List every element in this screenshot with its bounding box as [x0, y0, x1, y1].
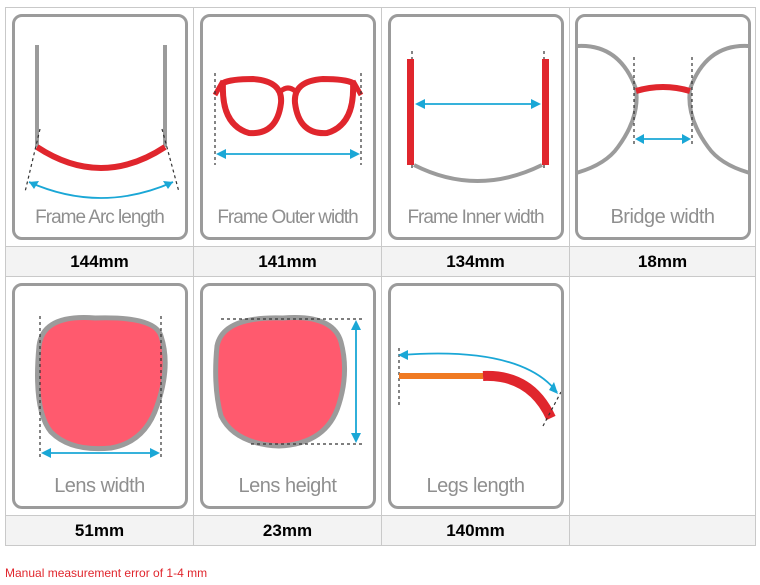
frame-inner-icon [406, 51, 549, 183]
measurement-label: Frame Outer width [217, 207, 358, 228]
measurement-value: 140mm [381, 515, 570, 546]
measurement-value: 18mm [569, 246, 756, 277]
measurement-value: 134mm [381, 246, 570, 277]
measurement-value: 23mm [193, 515, 382, 546]
measurement-label: Bridge width [610, 206, 715, 228]
measurement-table: Frame Arc length Frame Outer width [5, 7, 756, 546]
legs-length-icon [397, 348, 561, 427]
card-frame-arc: Frame Arc length [11, 14, 188, 240]
lens-width-icon [34, 315, 168, 460]
cell-legs-length: Legs length [381, 276, 570, 516]
cell-empty-value [569, 515, 756, 546]
card-legs-length: Legs length [387, 283, 564, 509]
card-bridge: Bridge width [574, 14, 751, 240]
measurement-value: 144mm [5, 246, 194, 277]
card-frame-inner: Frame Inner width [387, 14, 564, 240]
frame-arc-icon [23, 45, 180, 199]
measurement-label: Legs length [426, 475, 525, 497]
cell-frame-inner: Frame Inner width [381, 7, 570, 247]
measurement-label: Lens height [238, 475, 337, 497]
measurement-label: Frame Arc length [35, 207, 165, 228]
cell-lens-width: Lens width [5, 276, 194, 516]
measurement-value: 141mm [193, 246, 382, 277]
measurement-note: Manual measurement error of 1-4 mm [5, 566, 208, 580]
frame-outer-icon [212, 73, 363, 165]
measurement-value: 51mm [5, 515, 194, 546]
cell-empty [569, 276, 756, 516]
measurement-label: Lens width [54, 475, 145, 497]
cell-bridge: Bridge width [569, 7, 756, 247]
cell-lens-height: Lens height [193, 276, 382, 516]
cell-frame-arc: Frame Arc length [5, 7, 194, 247]
measurement-label: Frame Inner width [407, 207, 544, 228]
lens-height-icon [212, 315, 363, 449]
cell-frame-outer: Frame Outer width [193, 7, 382, 247]
card-lens-width: Lens width [11, 283, 188, 509]
card-frame-outer: Frame Outer width [199, 14, 376, 240]
card-lens-height: Lens height [199, 283, 376, 509]
bridge-icon [577, 43, 748, 175]
